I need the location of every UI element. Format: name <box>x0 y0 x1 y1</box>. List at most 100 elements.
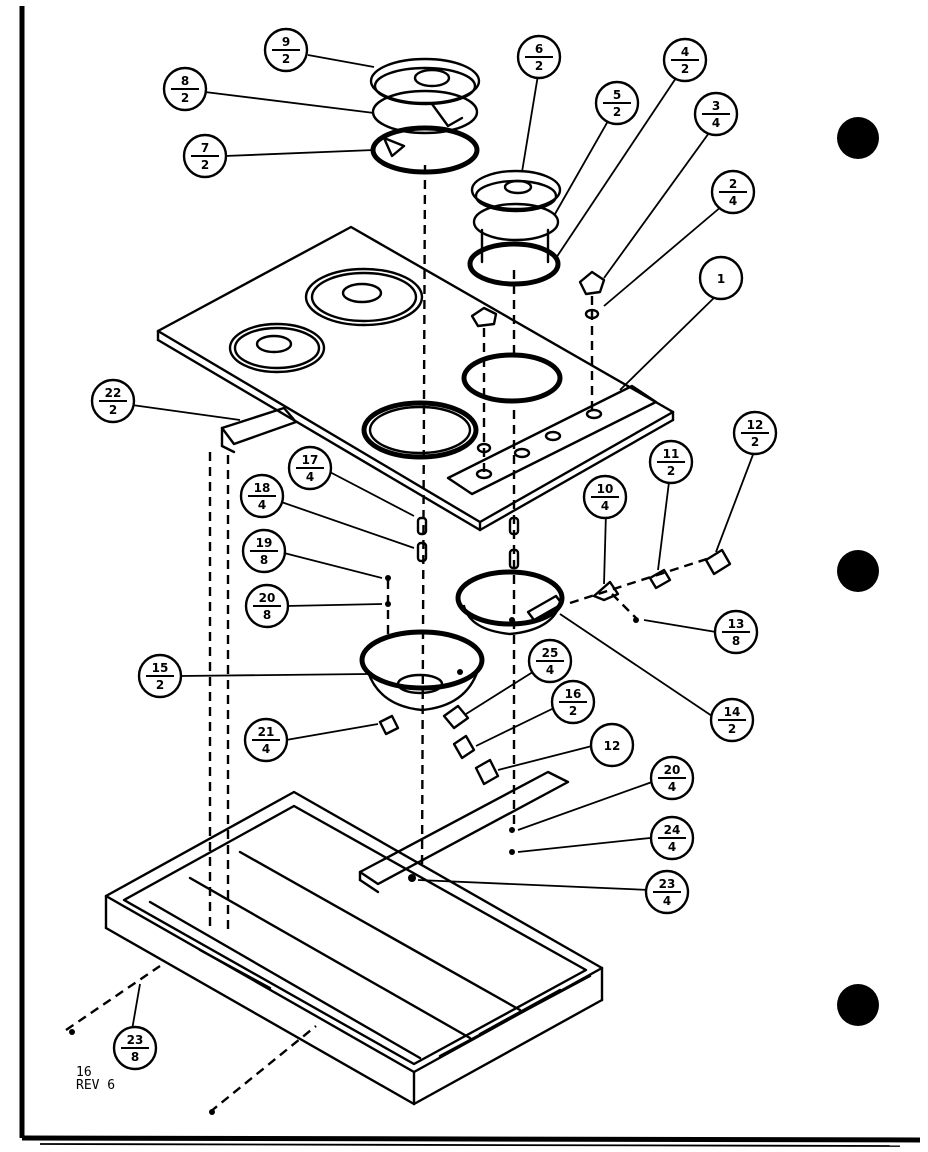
control-knob-left <box>470 306 498 328</box>
callout-bottom-text: 2 <box>681 62 689 76</box>
callout-bottom-text: 4 <box>306 470 314 484</box>
cooktop-top <box>156 225 675 532</box>
callout-bottom-text: 2 <box>156 678 164 692</box>
burner-bowl-14 <box>455 569 565 636</box>
callout-top-text: 7 <box>201 141 209 155</box>
callout-20-8: 20 8 <box>244 583 290 629</box>
callout-bottom-text: 4 <box>712 116 720 130</box>
callout-top-text: 5 <box>613 88 621 102</box>
callout-top-text: 10 <box>597 482 614 496</box>
callout-23-8: 23 8 <box>112 1025 158 1071</box>
callout-bottom-text: 2 <box>728 722 736 736</box>
callout-6-2: 6 2 <box>516 34 562 80</box>
callout-bottom-text: 2 <box>109 403 117 417</box>
callout-top-text: 19 <box>256 536 273 550</box>
connector-12b <box>474 758 500 786</box>
fasteners <box>69 516 520 1115</box>
callout-top-text: 13 <box>728 617 745 631</box>
callout-bottom-text: 8 <box>263 608 271 622</box>
callout-22-2: 22 2 <box>90 378 136 424</box>
leader-lines <box>131 54 755 1031</box>
callout-19-8: 19 8 <box>241 528 287 574</box>
callout-top-text: 25 <box>542 646 559 660</box>
callout-2-4: 2 4 <box>710 169 756 215</box>
binder-hole-bottom <box>837 984 879 1026</box>
page-border <box>19 6 921 1147</box>
callout-8-2: 8 2 <box>162 66 208 112</box>
callout-bottom-text: 4 <box>258 498 266 512</box>
callout-bottom-text: 8 <box>732 634 740 648</box>
callout-3-4: 3 4 <box>693 91 739 137</box>
callout-bottom-text: 2 <box>613 105 621 119</box>
bracket-16 <box>452 734 476 760</box>
callout-25-4: 25 4 <box>527 638 573 684</box>
callout-23-4: 23 4 <box>644 869 690 915</box>
callout-1: 1 <box>698 255 744 301</box>
callout-top-text: 8 <box>181 74 189 88</box>
callout-bottom-text: 8 <box>131 1050 139 1064</box>
callout-13-8: 13 8 <box>713 609 759 655</box>
callout-bottom-text: 4 <box>601 499 609 513</box>
callout-bottom-text: 4 <box>546 663 554 677</box>
control-knob <box>578 270 606 296</box>
callout-17-4: 17 4 <box>287 445 333 491</box>
callout-top-text: 23 <box>127 1033 144 1047</box>
callout-top-text: 16 <box>565 687 582 701</box>
revision-note: 16 REV 6 <box>76 1066 115 1092</box>
callout-bottom-text: 8 <box>260 553 268 567</box>
callout-21-4: 21 4 <box>243 717 289 763</box>
terminal-block-10 <box>592 580 620 602</box>
callout-4-2: 4 2 <box>662 37 708 83</box>
callout-top-text: 1 <box>717 272 725 286</box>
callout-top-text: 12 <box>604 739 621 753</box>
callout-bottom-text: 2 <box>282 52 290 66</box>
callout-24-4: 24 4 <box>649 815 695 861</box>
callout-bottom-text: 2 <box>751 435 759 449</box>
callout-top-text: 20 <box>259 591 276 605</box>
callout-top-text: 14 <box>724 705 741 719</box>
binder-hole-top <box>837 117 879 159</box>
callout-top-text: 24 <box>664 823 681 837</box>
callout-7-2: 7 2 <box>182 133 228 179</box>
callout-top-text: 18 <box>254 481 271 495</box>
callout-bottom-text: 4 <box>729 194 737 208</box>
callout-bottom-text: 4 <box>663 894 671 908</box>
clip-25 <box>442 704 470 730</box>
chassis-box <box>104 790 604 1106</box>
callout-11-2: 11 2 <box>648 439 694 485</box>
callout-bottom-text: 4 <box>668 780 676 794</box>
callout-12: 12 <box>589 722 635 768</box>
callout-bottom-text: 2 <box>181 91 189 105</box>
binder-hole-middle <box>837 550 879 592</box>
callout-top-text: 11 <box>663 447 680 461</box>
screw-13 <box>633 617 639 623</box>
burner-assembly-large <box>369 57 481 175</box>
callout-top-text: 23 <box>659 877 676 891</box>
callout-10-4: 10 4 <box>582 474 628 520</box>
callout-15-2: 15 2 <box>137 653 183 699</box>
callout-20-4: 20 4 <box>649 755 695 801</box>
callout-top-text: 9 <box>282 35 290 49</box>
callout-top-text: 12 <box>747 418 764 432</box>
callout-bottom-text: 4 <box>262 742 270 756</box>
callout-16-2: 16 2 <box>550 679 596 725</box>
callout-top-text: 20 <box>664 763 681 777</box>
callout-bottom-text: 2 <box>667 464 675 478</box>
callout-12-2: 12 2 <box>732 410 778 456</box>
callout-top-text: 6 <box>535 42 543 56</box>
callout-top-text: 4 <box>681 45 689 59</box>
clip-21 <box>378 714 400 736</box>
callout-top-text: 3 <box>712 99 720 113</box>
callout-bottom-text: 4 <box>668 840 676 854</box>
callout-bottom-text: 2 <box>569 704 577 718</box>
burner-bowl-15 <box>359 629 485 712</box>
callout-top-text: 21 <box>258 725 275 739</box>
burner-assembly-small <box>467 169 562 287</box>
callout-top-text: 17 <box>302 453 319 467</box>
revision-label: REV 6 <box>76 1078 116 1093</box>
support-rail <box>358 770 570 886</box>
callout-bottom-text: 2 <box>535 59 543 73</box>
callout-top-text: 15 <box>152 661 169 675</box>
callout-18-4: 18 4 <box>239 473 285 519</box>
